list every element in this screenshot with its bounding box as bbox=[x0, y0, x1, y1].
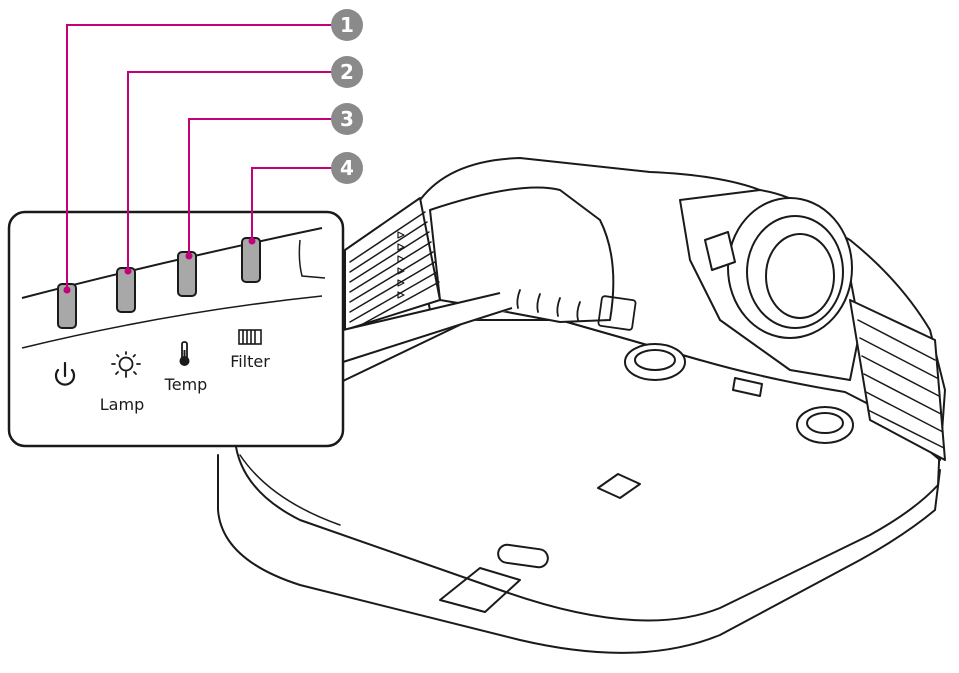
indicator-lamp-filter bbox=[241, 237, 261, 283]
callout-2: 2 bbox=[331, 56, 363, 88]
callout-4: 4 bbox=[331, 152, 363, 184]
foot-release-lever bbox=[732, 377, 763, 397]
leader-dot-1 bbox=[63, 286, 71, 294]
leader-dots bbox=[63, 237, 256, 294]
closeup-frame bbox=[7, 210, 345, 448]
lamp-icon bbox=[111, 351, 141, 378]
leader-lines bbox=[66, 24, 332, 290]
underside-square-mark bbox=[597, 473, 641, 499]
callout-1: 1 bbox=[331, 9, 363, 41]
front-right-foot-inner bbox=[806, 412, 844, 434]
callout-3: 3 bbox=[331, 103, 363, 135]
underside-oval-slot bbox=[497, 543, 549, 569]
leader-dot-4 bbox=[248, 237, 256, 245]
label-temp: Temp bbox=[164, 375, 208, 394]
lens-clip bbox=[704, 231, 736, 271]
front-left-foot-inner bbox=[634, 349, 676, 371]
callout-number-4: 4 bbox=[340, 156, 354, 180]
label-filter: Filter bbox=[230, 352, 270, 371]
callout-circle-4 bbox=[331, 152, 363, 184]
side-vent-triangles bbox=[397, 231, 405, 299]
indicator-closeup-panel: Lamp Temp Filter bbox=[7, 210, 345, 448]
side-vent-slats bbox=[349, 211, 440, 331]
indicator-lamp-temp bbox=[177, 251, 197, 297]
indicator-lamp-lamp bbox=[116, 267, 136, 313]
underside-cover-plate bbox=[439, 567, 521, 613]
leader-line-1 bbox=[66, 24, 332, 290]
lens-glass bbox=[765, 233, 835, 319]
panel-lower-edge bbox=[21, 295, 323, 349]
right-vent-slats bbox=[857, 319, 945, 449]
zoom-wedge bbox=[342, 292, 513, 363]
underside-edge-line bbox=[239, 454, 341, 526]
callout-number-3: 3 bbox=[340, 107, 354, 131]
callout-circle-1 bbox=[331, 9, 363, 41]
leader-dot-3 bbox=[185, 252, 193, 260]
power-icon bbox=[54, 361, 76, 386]
leader-line-3 bbox=[188, 118, 332, 256]
projector-underside bbox=[234, 319, 941, 622]
projector-illustration bbox=[217, 157, 946, 654]
callout-number-2: 2 bbox=[340, 60, 354, 84]
filter-icon bbox=[238, 329, 262, 345]
panel-right-recess bbox=[298, 239, 326, 279]
callout-circle-3 bbox=[331, 103, 363, 135]
side-vent-panel bbox=[344, 197, 441, 331]
leader-dot-2 bbox=[124, 267, 132, 275]
leader-line-2 bbox=[127, 71, 332, 271]
label-lamp: Lamp bbox=[100, 395, 144, 414]
projector-front-face bbox=[429, 186, 615, 323]
leader-line-4 bbox=[251, 167, 332, 241]
callout-circle-2 bbox=[331, 56, 363, 88]
housing-indicator-slots bbox=[516, 289, 637, 331]
callout-number-1: 1 bbox=[340, 13, 354, 37]
thermometer-icon bbox=[179, 341, 190, 366]
